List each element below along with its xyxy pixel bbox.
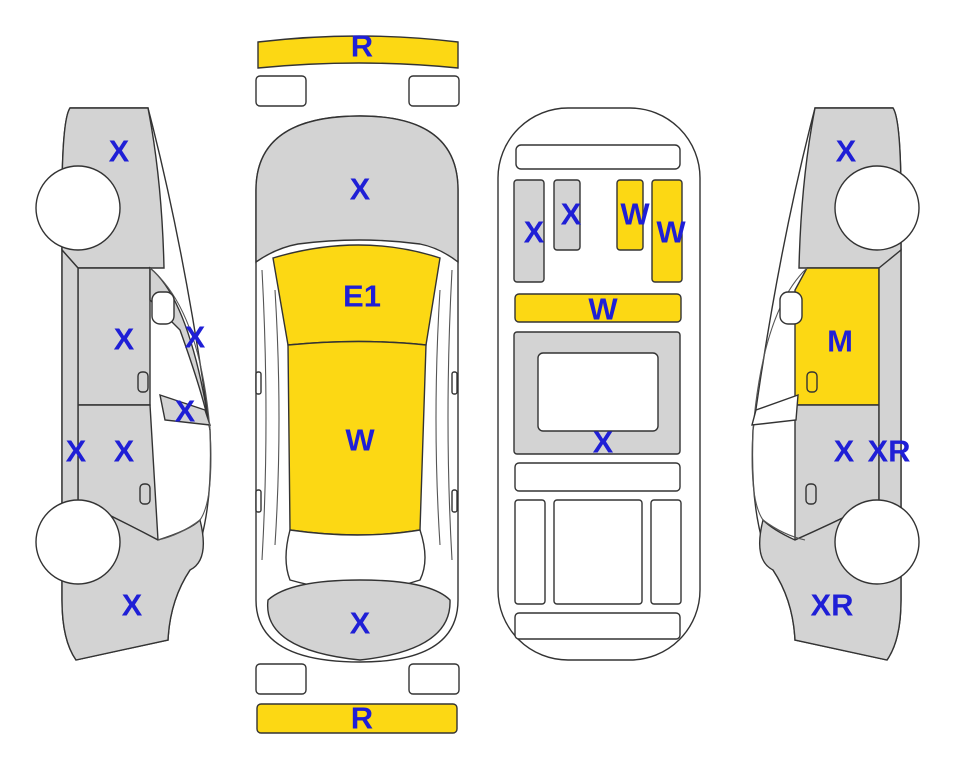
left-rocker-label: X: [66, 434, 87, 469]
rear-taillight-left[interactable]: [255, 663, 307, 695]
right-rocker[interactable]: [878, 248, 902, 509]
right-window-mirror[interactable]: [779, 291, 803, 325]
left-front-door-label: X: [114, 322, 135, 357]
right-rear-door-label: X: [834, 434, 855, 469]
int-seat-w1[interactable]: [616, 179, 644, 251]
int-rear-bench[interactable]: [514, 462, 681, 492]
right-fender-label: X: [836, 134, 857, 169]
top-trunk-label: X: [350, 606, 371, 641]
rear-bumper[interactable]: [256, 703, 458, 734]
left-rear-wheel[interactable]: [35, 499, 121, 585]
top-handle-right[interactable]: [451, 489, 458, 513]
interior-view: X X W W W X: [497, 107, 701, 661]
top-roof-label: W: [345, 423, 375, 458]
top-mirror-right[interactable]: [451, 371, 458, 395]
front-headlight-right[interactable]: [408, 75, 460, 107]
left-side-view: X X X X X X X: [35, 107, 212, 661]
left-front-wheel[interactable]: [35, 165, 121, 251]
top-trunk[interactable]: [267, 579, 451, 661]
top-mirror-left[interactable]: [255, 371, 262, 395]
int-seat-w1-label: W: [620, 197, 650, 232]
int-seat-w2[interactable]: [651, 179, 683, 283]
left-rocker[interactable]: [61, 248, 79, 510]
top-hood-label: X: [350, 172, 371, 207]
right-rear-wheel[interactable]: [834, 499, 920, 585]
left-front-handle[interactable]: [137, 371, 149, 393]
int-panel-label: W: [588, 292, 618, 327]
int-seat-left-label: X: [524, 215, 545, 250]
right-front-wheel[interactable]: [834, 165, 920, 251]
top-windshield-label: E1: [343, 279, 381, 314]
int-seat-w2-label: W: [656, 215, 686, 250]
left-window-mirror[interactable]: [151, 291, 175, 325]
top-view: X E1 W X: [255, 115, 459, 663]
int-rear-left[interactable]: [514, 499, 546, 605]
left-rear-handle[interactable]: [139, 483, 151, 505]
top-handle-left[interactable]: [255, 489, 262, 513]
front-bumper-label: R: [351, 29, 373, 64]
rear-bumper-label: R: [351, 701, 373, 736]
int-seat-left[interactable]: [513, 179, 545, 283]
right-side-view: X M X XR XR: [751, 107, 920, 661]
left-a-pillar-label: X: [185, 320, 206, 355]
left-rear-door-label: X: [114, 434, 135, 469]
int-seat-mid-label: X: [561, 197, 582, 232]
top-rear-window[interactable]: [285, 529, 426, 591]
int-floor-opening: [537, 352, 659, 432]
left-fender-label: X: [109, 134, 130, 169]
int-seat-mid[interactable]: [553, 179, 581, 251]
right-rear-handle[interactable]: [805, 483, 817, 505]
int-floor-label: X: [593, 425, 614, 460]
front-headlight-left[interactable]: [255, 75, 307, 107]
front-bumper[interactable]: [257, 35, 459, 69]
right-rear-wheel-area-label: XR: [867, 434, 910, 469]
int-rear-right[interactable]: [650, 499, 682, 605]
top-hood[interactable]: [255, 115, 459, 264]
right-quarter-label: XR: [810, 588, 853, 623]
int-rear-center[interactable]: [553, 499, 643, 605]
left-mirror-label: X: [175, 394, 196, 429]
right-front-handle[interactable]: [806, 371, 818, 393]
rear-taillight-right[interactable]: [408, 663, 460, 695]
left-quarter-label: X: [122, 588, 143, 623]
front-bumper-group: R: [255, 29, 460, 107]
rear-bumper-group: R: [255, 663, 460, 736]
right-mirror[interactable]: [751, 393, 799, 426]
int-dashboard[interactable]: [515, 144, 681, 170]
int-panel[interactable]: [514, 293, 682, 323]
int-trunk-floor[interactable]: [514, 612, 681, 640]
right-front-door-label: M: [827, 324, 853, 359]
